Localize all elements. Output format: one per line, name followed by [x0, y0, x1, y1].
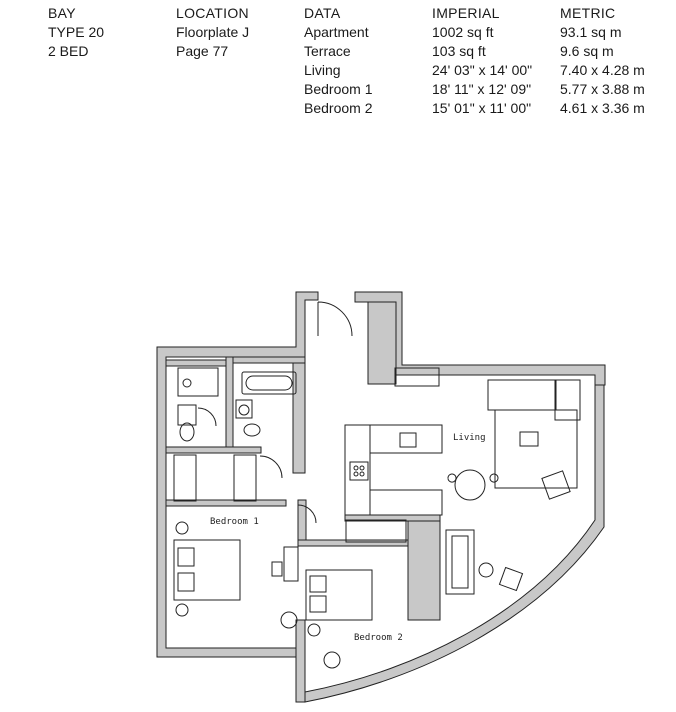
spec-header-data: DATA [304, 5, 341, 21]
entry-door [317, 301, 353, 337]
spec-imperial-bedroom1: 18' 11" x 12' 09" [432, 81, 532, 97]
spec-page: Page 77 [176, 43, 229, 59]
kitchen [344, 424, 443, 516]
room-label-bedroom1: Bedroom 1 [210, 517, 259, 527]
spec-header-bay: BAY [48, 5, 76, 21]
spec-header-imperial: IMPERIAL [432, 5, 500, 21]
spec-imperial-bedroom2: 15' 01" x 11' 00" [432, 100, 532, 116]
bathroom-fixtures [177, 367, 297, 479]
spec-column-data: DATA Apartment Terrace Living Bedroom 1 … [304, 4, 372, 118]
room-label-bedroom2: Bedroom 2 [354, 633, 403, 643]
living-furniture [445, 379, 581, 595]
spec-floorplate: Floorplate J [176, 24, 250, 40]
spec-imperial-terrace: 103 sq ft [432, 43, 486, 59]
spec-label-bedroom1: Bedroom 1 [304, 81, 373, 97]
spec-metric-apartment: 93.1 sq m [560, 24, 622, 40]
spec-header-location: LOCATION [176, 5, 249, 21]
spec-type: TYPE 20 [48, 24, 105, 40]
spec-label-terrace: Terrace [304, 43, 351, 59]
spec-label-apartment: Apartment [304, 24, 369, 40]
spec-label-bedroom2: Bedroom 2 [304, 100, 373, 116]
room-label-living: Living [453, 433, 486, 443]
bedroom2-furniture [305, 569, 373, 669]
spec-beds: 2 BED [48, 43, 89, 59]
wardrobes [173, 367, 440, 543]
internal-walls [165, 301, 441, 621]
spec-metric-living: 7.40 x 4.28 m [560, 62, 645, 78]
spec-metric-bedroom2: 4.61 x 3.36 m [560, 100, 645, 116]
spec-metric-terrace: 9.6 sq m [560, 43, 614, 59]
spec-column-location: LOCATION Floorplate J Page 77 [176, 4, 249, 61]
bedroom1-door [297, 504, 317, 524]
spec-column-type: BAY TYPE 20 2 BED [48, 4, 104, 61]
spec-imperial-living: 24' 03" x 14' 00" [432, 62, 533, 78]
spec-imperial-apartment: 1002 sq ft [432, 24, 494, 40]
spec-metric-bedroom1: 5.77 x 3.88 m [560, 81, 645, 97]
spec-header-metric: METRIC [560, 5, 616, 21]
spec-table: BAY TYPE 20 2 BED LOCATION Floorplate J … [0, 4, 676, 124]
bedroom1-furniture [173, 521, 299, 629]
spec-label-living: Living [304, 62, 341, 78]
spec-column-metric: METRIC 93.1 sq m 9.6 sq m 7.40 x 4.28 m … [560, 4, 645, 118]
spec-column-imperial: IMPERIAL 1002 sq ft 103 sq ft 24' 03" x … [432, 4, 532, 118]
